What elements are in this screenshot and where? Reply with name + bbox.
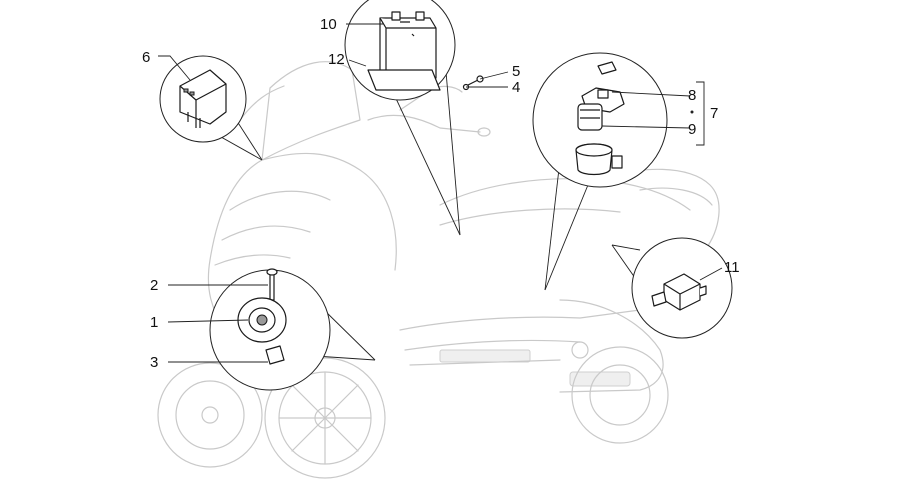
- horn-icon: [237, 268, 287, 365]
- starter-relay-detail: [532, 52, 668, 291]
- horn-detail: [209, 268, 376, 391]
- callout-11: 11: [724, 259, 740, 276]
- leader-9: [601, 125, 691, 129]
- callout-5: 5: [512, 63, 520, 80]
- callout-12: 12: [328, 51, 345, 68]
- sensor-detail: [611, 237, 733, 339]
- sensor-icon: [651, 273, 707, 311]
- callout-4: 4: [512, 79, 520, 96]
- leader-8: [611, 91, 691, 97]
- callout-9: 9: [688, 121, 696, 138]
- callout-3: 3: [150, 354, 158, 371]
- callout-7: 7: [710, 105, 718, 122]
- leader-7-bracket: [696, 81, 705, 146]
- relay-detail: [159, 55, 263, 161]
- starter-relay-icon: [575, 61, 625, 176]
- callout-6: 6: [142, 49, 150, 66]
- callout-10: 10: [320, 16, 337, 33]
- leader-12: [348, 59, 367, 67]
- leader-5: [479, 71, 509, 80]
- leader-11: [699, 267, 723, 281]
- screw-part: [462, 75, 484, 91]
- relay-icon: [179, 69, 227, 128]
- front-right-wheel: [264, 357, 386, 479]
- battery-detail: [344, 0, 461, 236]
- battery-icon: [367, 11, 441, 91]
- leader-6: [158, 55, 191, 81]
- callout-2: 2: [150, 277, 158, 294]
- leader-1: [167, 319, 249, 323]
- front-left-wheel: [157, 362, 263, 468]
- dot-7: [690, 110, 694, 114]
- rear-wheel: [571, 346, 669, 444]
- callout-8: 8: [688, 87, 696, 104]
- callout-1: 1: [150, 314, 158, 331]
